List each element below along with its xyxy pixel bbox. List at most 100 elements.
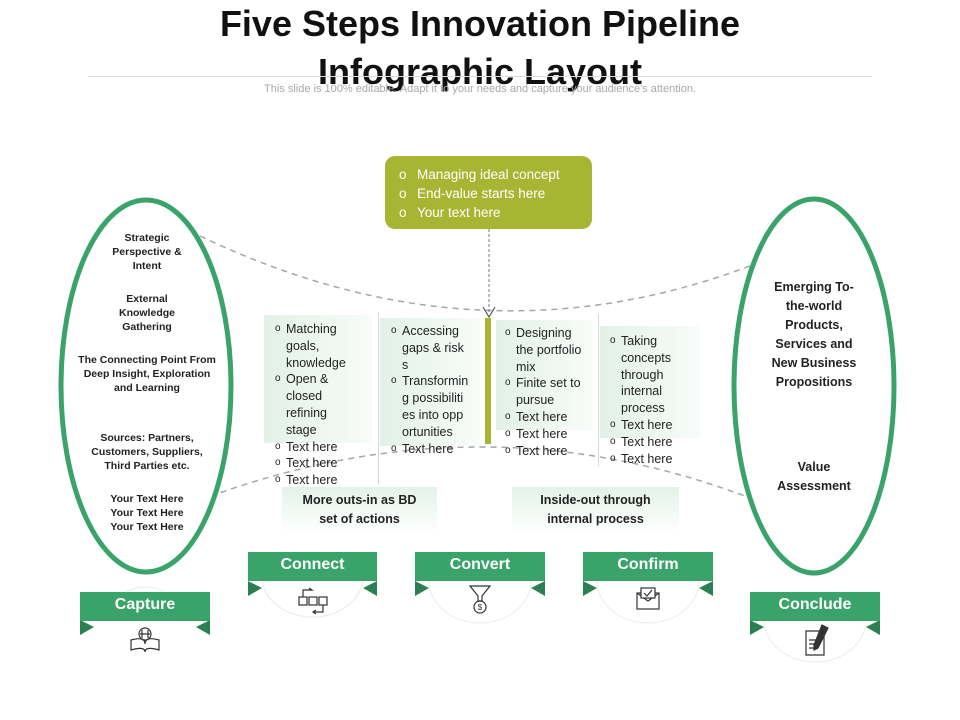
- list-item-text: Taking concepts through internal process: [621, 334, 672, 416]
- right-oval-line: the-world: [785, 299, 843, 313]
- inside-out-label: Inside-out through internal process: [512, 487, 679, 533]
- list-item: o Text here: [275, 439, 360, 456]
- conclude-step-label: Conclude: [778, 596, 852, 613]
- right-oval-line: Products,: [785, 318, 843, 332]
- list-item-text: Transforming possibilities into opportun…: [402, 374, 469, 439]
- right-oval-item-value: Value Assessment: [749, 458, 879, 496]
- column-3-background: [496, 320, 592, 430]
- left-oval-item-external: External Knowledge Gathering: [76, 292, 218, 334]
- list-item-text: Finite set to pursue: [516, 376, 581, 408]
- left-oval-item-sources: Sources: Partners, Customers, Suppliers,…: [76, 431, 218, 473]
- flow-process-icon: [298, 587, 328, 615]
- bullet-marker: o: [275, 440, 281, 452]
- left-oval-item-connecting: The Connecting Point From Deep Insight, …: [72, 353, 222, 395]
- list-item: o Open & closed refining stage: [275, 371, 360, 438]
- list-item-text: Text here: [516, 409, 568, 424]
- bullet-marker: o: [275, 457, 281, 469]
- list-item-text: Open & closed refining stage: [286, 372, 329, 437]
- bullet-marker: o: [275, 373, 281, 385]
- svg-text:$: $: [478, 603, 483, 612]
- list-item-text: Text here: [516, 443, 568, 458]
- outside-in-label: More outs-in as BD set of actions: [282, 487, 437, 533]
- list-item: o Text here: [391, 441, 469, 458]
- list-item: o Text here: [505, 426, 590, 443]
- list-item: o Transforming possibilities into opportu…: [391, 373, 469, 440]
- top-box-item-text: Managing ideal concept: [417, 167, 560, 182]
- connect-step-label: Connect: [280, 556, 345, 573]
- outside-in-label-line: set of actions: [319, 512, 400, 526]
- right-oval-line: Assessment: [777, 479, 851, 493]
- title-line-2: Infographic Layout: [318, 51, 642, 92]
- bullet-marker: o: [391, 375, 397, 387]
- bullet-marker: o: [505, 327, 511, 338]
- list-item-text: Text here: [286, 456, 338, 471]
- column-4-background: [600, 326, 700, 438]
- left-oval-line: Your Text Here: [110, 493, 184, 505]
- column-divider: [378, 312, 379, 484]
- left-oval-line: Knowledge: [118, 307, 175, 319]
- left-oval-line: Intent: [132, 260, 162, 272]
- bullet-marker: o: [505, 377, 511, 389]
- left-oval-line: External: [126, 293, 168, 305]
- bullet-marker: o: [275, 474, 281, 486]
- right-oval-item-emerging: Emerging To- the-world Products, Service…: [749, 278, 879, 392]
- column-divider: [598, 314, 599, 466]
- left-oval-line: Your Text Here: [110, 521, 184, 533]
- top-box-item: o Managing ideal concept: [399, 165, 592, 184]
- right-oval: [731, 196, 897, 576]
- top-box-item-text: End-value starts here: [417, 186, 546, 201]
- down-arrow-head: [482, 306, 496, 319]
- right-oval-line: Services and: [775, 337, 853, 351]
- left-oval-line: Third Parties etc.: [104, 460, 190, 472]
- list-item: o Text here: [505, 443, 590, 460]
- bullet-marker: o: [505, 444, 511, 456]
- bullet-marker: o: [399, 167, 407, 182]
- confirm-step-shape: [583, 552, 713, 624]
- list-item-text: Text here: [402, 441, 454, 456]
- left-oval-line: Perspective &: [112, 246, 182, 258]
- approved-envelope-icon: [636, 587, 660, 610]
- left-oval-item-your-text: Your Text Here Your Text Here Your Text …: [76, 492, 218, 534]
- left-oval: [58, 197, 234, 575]
- left-oval-line: Customers, Suppliers,: [91, 446, 203, 458]
- lower-dashed-curve: [199, 446, 751, 501]
- right-oval-line: Value: [797, 460, 831, 474]
- bullet-marker: o: [275, 323, 281, 334]
- left-oval-item-strategic: Strategic Perspective & Intent: [76, 231, 218, 273]
- title-line-1: Five Steps Innovation Pipeline: [219, 3, 741, 44]
- list-item-text: Text here: [621, 434, 673, 449]
- bullet-marker: o: [505, 427, 511, 439]
- bullet-marker: o: [391, 442, 397, 454]
- bullet-marker: o: [399, 186, 407, 201]
- bullet-marker: o: [610, 418, 616, 430]
- upper-dashed-curve: [199, 235, 756, 312]
- column-4-list: o Taking concepts through internal proces…: [610, 333, 695, 467]
- list-item-text: Matching goals, knowledge: [286, 322, 346, 370]
- outside-in-label-line: More outs-in as BD: [302, 493, 417, 507]
- brain-book-icon: [130, 627, 160, 653]
- bullet-marker: o: [610, 435, 616, 447]
- left-oval-line: Your Text Here: [110, 507, 184, 519]
- page-title: Five Steps Innovation Pipeline Infograph…: [0, 0, 960, 96]
- list-item-text: Text here: [516, 426, 568, 441]
- right-oval-line: New Business: [771, 356, 857, 370]
- left-oval-line: The Connecting Point From: [78, 354, 216, 366]
- list-item: o Finite set to pursue: [505, 375, 590, 409]
- page-subtitle: This slide is 100% editable. Adapt it to…: [264, 83, 696, 95]
- bullet-marker: o: [399, 205, 407, 220]
- left-oval-line: Deep Insight, Exploration: [83, 368, 211, 380]
- bullet-marker: o: [610, 452, 616, 464]
- left-oval-line: Strategic: [124, 232, 170, 244]
- list-item: o Text here: [610, 434, 695, 451]
- confirm-step-label: Confirm: [617, 556, 679, 573]
- right-oval-line: Propositions: [775, 375, 853, 389]
- list-item-text: Text here: [286, 439, 338, 454]
